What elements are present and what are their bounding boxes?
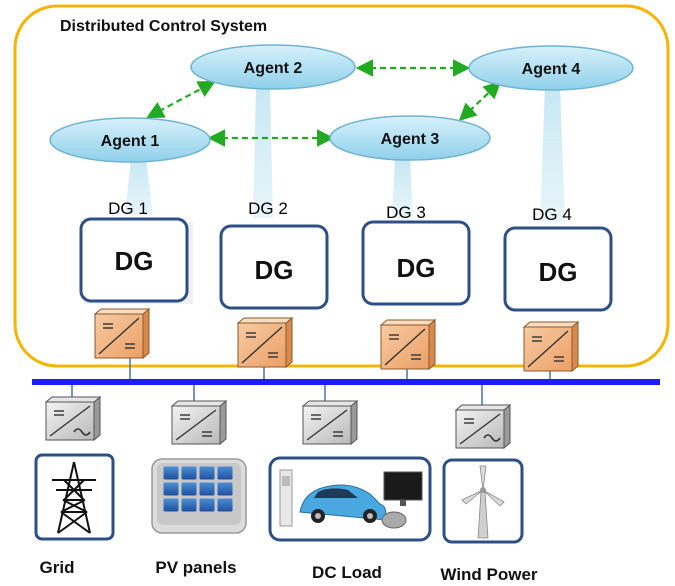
beam-agent-3 [392, 158, 413, 218]
agent-4-label: Agent 4 [522, 61, 581, 78]
control-system-frame [13, 4, 670, 368]
converter-leads [129, 358, 551, 381]
dg-4-box: DG [503, 226, 613, 312]
dc-dc-converter-icon [170, 399, 228, 446]
dc-dc-converter-icon [379, 318, 437, 371]
beam-agent-2 [253, 86, 273, 218]
dg-4-inner-label: DG [539, 257, 578, 287]
dg-3-box: DG [361, 220, 471, 306]
agent-4: Agent 4 [468, 45, 634, 91]
solar-panel-icon [151, 458, 247, 534]
dc-load-label: DC Load [312, 563, 382, 582]
beam-agent-1 [125, 158, 153, 215]
agent-links [146, 59, 502, 147]
dg-2-box: DG [219, 224, 329, 310]
dc-bus [32, 379, 660, 385]
agent-beams [125, 84, 565, 222]
dc-dc-converter-icon [236, 316, 294, 369]
agent-3-label: Agent 3 [381, 131, 440, 148]
dc-dc-converter-icon [93, 307, 151, 360]
dc-dc-converter-icon [301, 399, 359, 446]
wind-power-label: Wind Power [440, 565, 538, 584]
grid-label: Grid [40, 558, 75, 577]
agent-1: Agent 1 [49, 117, 211, 163]
pv-panels-label: PV panels [155, 558, 236, 577]
dg-1-name: DG 1 [108, 199, 148, 218]
agent-2: Agent 2 [190, 44, 356, 90]
agent-4-ellipse [468, 45, 634, 91]
grid-source [34, 453, 115, 541]
transmission-tower-icon [52, 461, 96, 534]
dg-3-inner-label: DG [397, 253, 436, 283]
dg-1-inner-label: DG [115, 246, 154, 276]
ac-dc-converter-icon [454, 403, 512, 450]
agent-3: Agent 3 [329, 115, 491, 161]
pv-source [151, 458, 247, 534]
wind-turbine-icon [461, 465, 505, 539]
dg-4-name: DG 4 [532, 205, 572, 224]
dg-converters [93, 307, 580, 373]
agent-2-label: Agent 2 [244, 60, 303, 77]
dc-dc-converter-icon [522, 320, 580, 373]
wind-source [442, 458, 524, 544]
dg-1-box: DG [79, 217, 193, 304]
dg-3-name: DG 3 [386, 203, 426, 222]
ac-dc-converter-icon [44, 395, 102, 442]
link-agent3-agent4 [458, 80, 502, 122]
agent-3-ellipse [329, 115, 491, 161]
dg-2-inner-label: DG [255, 255, 294, 285]
dc-load-icon [279, 469, 423, 529]
beam-agent-4 [540, 84, 565, 222]
dg-2-name: DG 2 [248, 199, 288, 218]
source-leads [71, 385, 483, 408]
dc-load-source [268, 456, 432, 542]
agent-1-label: Agent 1 [101, 133, 160, 150]
link-agent1-agent2 [146, 80, 216, 119]
agent-1-ellipse [49, 117, 211, 163]
system-title: Distributed Control System [60, 18, 267, 35]
agent-2-ellipse [190, 44, 356, 90]
